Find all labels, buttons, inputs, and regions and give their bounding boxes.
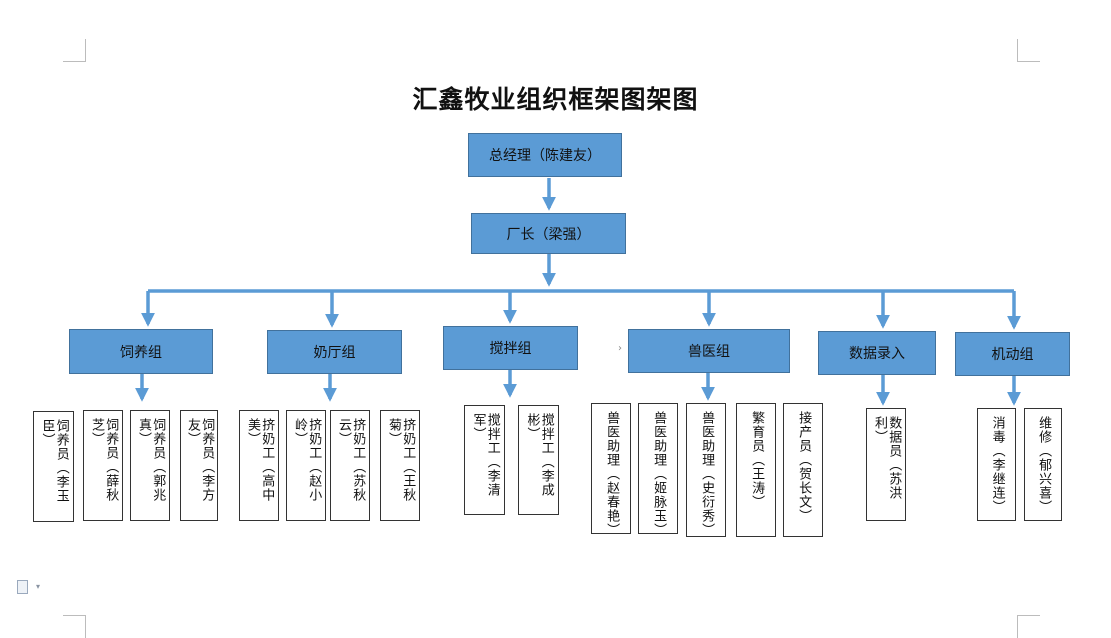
member-label: 饲养员（郭兆真） xyxy=(136,418,166,502)
group-box-data-entry: 数据录入 xyxy=(818,331,936,375)
member-label: 挤奶工（苏秋云） xyxy=(336,418,366,502)
group-label: 搅拌组 xyxy=(489,341,532,357)
member-box: 饲养员（薛秋芝） xyxy=(83,410,123,521)
member-label: 挤奶工（高中美） xyxy=(245,418,275,502)
group-label: 数据录入 xyxy=(849,346,905,362)
member-label: 维修（郁兴喜） xyxy=(1036,416,1052,514)
document-icon[interactable] xyxy=(17,580,28,594)
member-label: 数据员（苏洪利） xyxy=(872,416,902,500)
factory-manager-label: 厂长（梁强） xyxy=(506,226,591,243)
member-box: 兽医助理（赵春艳） xyxy=(591,403,631,537)
group-label: 饲养组 xyxy=(120,344,162,361)
member-box: 挤奶工（高中美） xyxy=(239,410,279,521)
member-box: 消毒（李继连） xyxy=(977,408,1016,521)
member-label: 饲养员（李玉臣） xyxy=(39,419,69,503)
member-label: 消毒（李继连） xyxy=(989,416,1005,514)
crop-mark-top-right xyxy=(1017,39,1040,62)
group-label: 机动组 xyxy=(991,347,1034,363)
member-box: 兽医助理（姬脉玉） xyxy=(638,403,678,537)
group-box-mobile: 机动组 xyxy=(955,332,1070,376)
group-box-feeding: 饲养组 xyxy=(69,329,213,374)
group-box-veterinary: 兽医组 xyxy=(628,329,790,373)
dropdown-caret-icon[interactable]: ▾ xyxy=(36,582,41,591)
member-box: 饲养员（李方友） xyxy=(180,410,218,521)
group-label: 奶厅组 xyxy=(313,345,356,361)
member-label: 搅拌工（李清军） xyxy=(470,413,500,497)
crop-mark-top-left xyxy=(63,39,86,62)
member-label: 搅拌工（李成彬） xyxy=(524,413,554,497)
member-box: 饲养员（李玉臣） xyxy=(33,411,74,522)
member-label: 兽医助理（赵春艳） xyxy=(604,411,620,537)
member-box: 数据员（苏洪利） xyxy=(866,408,906,521)
group-label: 兽医组 xyxy=(688,344,730,360)
member-label: 接产员（贺长文） xyxy=(796,411,812,523)
member-label: 兽医助理（姬脉玉） xyxy=(651,411,667,537)
page-title: 汇鑫牧业组织框架图架图 xyxy=(412,85,699,114)
member-label: 繁育员（王涛） xyxy=(749,411,765,509)
org-chart-connectors xyxy=(135,178,1021,406)
member-label: 挤奶工（王秋菊） xyxy=(386,418,416,502)
member-box: 繁育员（王涛） xyxy=(736,403,776,537)
member-box: 饲养员（郭兆真） xyxy=(130,410,170,521)
member-box: 挤奶工（王秋菊） xyxy=(380,410,420,521)
member-box: 挤奶工（赵小岭） xyxy=(286,410,326,521)
group-box-mixing: 搅拌组 xyxy=(443,326,578,370)
member-box: 兽医助理（史衍秀） xyxy=(686,403,726,537)
bullet-arrow-icon: › xyxy=(618,343,622,354)
general-manager-label: 总经理（陈建友） xyxy=(489,148,601,164)
member-box: 搅拌工（李成彬） xyxy=(518,405,559,515)
factory-manager-box: 厂长（梁强） xyxy=(471,213,626,254)
member-box: 挤奶工（苏秋云） xyxy=(330,410,370,521)
group-box-milking: 奶厅组 xyxy=(267,330,402,374)
member-box: 搅拌工（李清军） xyxy=(464,405,505,515)
member-box: 接产员（贺长文） xyxy=(783,403,823,537)
member-label: 兽医助理（史衍秀） xyxy=(699,411,715,537)
member-label: 饲养员（薛秋芝） xyxy=(89,418,119,502)
member-label: 饲养员（李方友） xyxy=(185,418,215,502)
general-manager-box: 总经理（陈建友） xyxy=(468,133,622,177)
member-label: 挤奶工（赵小岭） xyxy=(292,418,322,502)
member-box: 维修（郁兴喜） xyxy=(1024,408,1062,521)
